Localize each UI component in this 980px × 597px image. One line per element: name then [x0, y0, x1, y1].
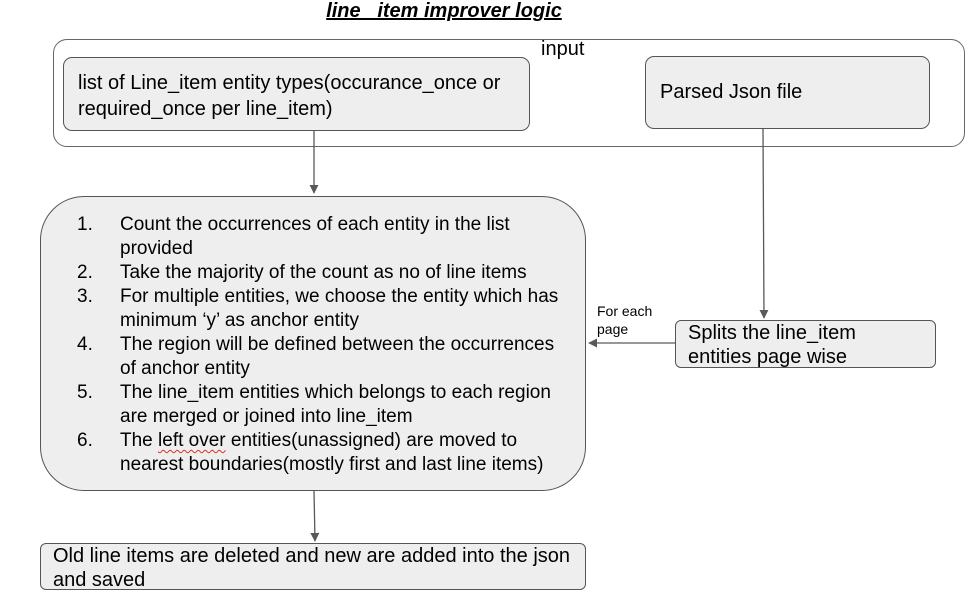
step-text-after: entities(unassigned) are moved to neares…: [120, 430, 544, 475]
step-text-before: The: [120, 430, 159, 451]
step-number: 4.: [77, 334, 93, 355]
step-number: 1.: [77, 214, 93, 235]
logic-steps-box: 1. Count the occurrences of each entity …: [40, 196, 586, 491]
step-number: 5.: [77, 382, 93, 403]
line-item-types-box: list of Line_item entity types(occurance…: [63, 57, 530, 131]
step-number: 2.: [77, 262, 93, 283]
logic-step: 3. For multiple entities, we choose the …: [41, 285, 585, 333]
parsed-json-box: Parsed Json file: [645, 56, 930, 129]
logic-step: 5. The line_item entities which belongs …: [41, 381, 585, 429]
spellcheck-flagged-text: left over: [158, 430, 226, 451]
step-text: The region will be defined between the o…: [120, 334, 555, 379]
step-text: Count the occurrences of each entity in …: [120, 214, 510, 259]
input-group-label: input: [541, 38, 585, 60]
step-text: Take the majority of the count as no of …: [120, 262, 527, 283]
logic-step: 1. Count the occurrences of each entity …: [41, 213, 585, 261]
logic-steps-list: 1. Count the occurrences of each entity …: [41, 213, 585, 477]
final-output-box: Old line items are deleted and new are a…: [40, 543, 586, 591]
step-number: 3.: [77, 286, 93, 307]
splits-box: Splits the line_item entities page wise: [675, 320, 936, 368]
for-each-page-label: For each page: [597, 303, 653, 337]
arrow-steps-to-final: [310, 490, 320, 542]
diagram-title: line _item improver logic: [326, 0, 562, 22]
step-text: The line_item entities which belongs to …: [120, 382, 551, 427]
logic-step: 4. The region will be defined between th…: [41, 333, 585, 381]
step-text: For multiple entities, we choose the ent…: [120, 286, 559, 331]
logic-step: 6. The left over entities(unassigned) ar…: [41, 429, 585, 477]
arrow-json-to-splits: [759, 128, 769, 319]
step-number: 6.: [77, 430, 93, 451]
logic-step: 2. Take the majority of the count as no …: [41, 261, 585, 285]
